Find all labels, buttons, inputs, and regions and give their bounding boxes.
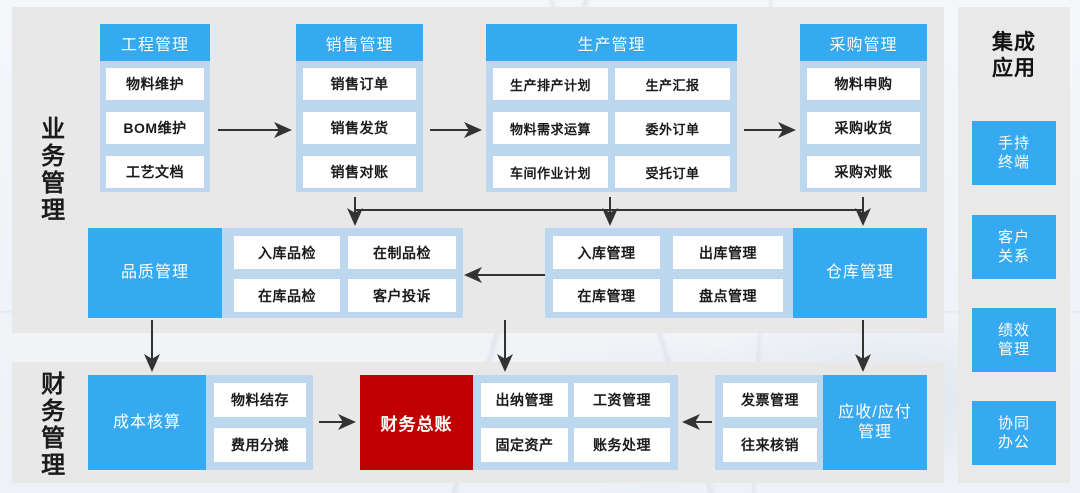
business-panel-label: 业务管理 [36,116,64,224]
module-title-warehouse[interactable]: 仓库管理 [793,228,927,318]
module-item[interactable]: 车间作业计划 [493,156,608,188]
app-label-line2: 关系 [997,248,1030,265]
module-item[interactable]: 入库管理 [553,236,660,269]
integrated-apps-title: 集成 应用 [958,30,1070,83]
module-item[interactable]: 在制品检 [348,236,456,269]
app-label-line1: 客户 [997,228,1030,246]
module-item[interactable]: 生产排产计划 [493,68,608,100]
module-item[interactable]: 往来核销 [723,428,817,462]
module-title-production[interactable]: 生产管理 [486,24,737,61]
module-title-ledger[interactable]: 财务总账 [360,375,473,470]
app-button-customer-relations[interactable]: 客户 关系 [972,215,1056,279]
module-title-quality[interactable]: 品质管理 [88,228,222,318]
module-item[interactable]: 销售订单 [303,68,416,100]
integrated-apps-title-line2: 应用 [992,57,1036,81]
module-item[interactable]: 出纳管理 [481,383,568,417]
module-item[interactable]: 工资管理 [574,383,670,417]
integrated-apps-title-line1: 集成 [992,31,1036,54]
module-item[interactable]: 物料结存 [214,383,306,417]
module-title-engineering[interactable]: 工程管理 [100,24,210,61]
module-item[interactable]: 客户投诉 [348,279,456,312]
module-title-cost[interactable]: 成本核算 [88,375,206,470]
module-item[interactable]: 销售发货 [303,112,416,144]
module-item[interactable]: 固定资产 [481,428,568,462]
module-item[interactable]: 费用分摊 [214,428,306,462]
module-item[interactable]: BOM维护 [106,112,204,144]
app-label-line2: 管理 [997,341,1030,358]
module-item[interactable]: 盘点管理 [673,279,783,312]
module-title-receivable-line2: 管理 [857,423,892,441]
module-title-purchase[interactable]: 采购管理 [800,24,927,61]
module-item[interactable]: 采购收货 [807,112,920,144]
app-label-line1: 手持 [997,134,1030,152]
module-title-receivable-line1: 应收/应付 [838,403,912,421]
module-item[interactable]: 物料申购 [807,68,920,100]
app-button-handheld-terminal[interactable]: 手持 终端 [972,121,1056,185]
module-item[interactable]: 在库品检 [234,279,340,312]
module-title-sales[interactable]: 销售管理 [296,24,423,61]
module-item[interactable]: 物料维护 [106,68,204,100]
finance-panel-label: 财务管理 [36,371,64,479]
module-item[interactable]: 账务处理 [574,428,670,462]
module-item[interactable]: 入库品检 [234,236,340,269]
module-item[interactable]: 生产汇报 [615,68,730,100]
app-label-line2: 办公 [997,434,1030,451]
module-item[interactable]: 出库管理 [673,236,783,269]
module-item[interactable]: 采购对账 [807,156,920,188]
app-label-line2: 终端 [997,154,1030,171]
module-item[interactable]: 委外订单 [615,112,730,144]
app-label-line1: 绩效 [997,321,1030,339]
module-item[interactable]: 销售对账 [303,156,416,188]
module-item[interactable]: 在库管理 [553,279,660,312]
app-button-collaborative-office[interactable]: 协同 办公 [972,401,1056,465]
app-label-line1: 协同 [997,414,1030,432]
module-item[interactable]: 受托订单 [615,156,730,188]
module-item[interactable]: 工艺文档 [106,156,204,188]
module-item[interactable]: 发票管理 [723,383,817,417]
app-button-performance-management[interactable]: 绩效 管理 [972,308,1056,372]
module-item[interactable]: 物料需求运算 [493,112,608,144]
module-title-receivable[interactable]: 应收/应付 管理 [823,375,927,470]
